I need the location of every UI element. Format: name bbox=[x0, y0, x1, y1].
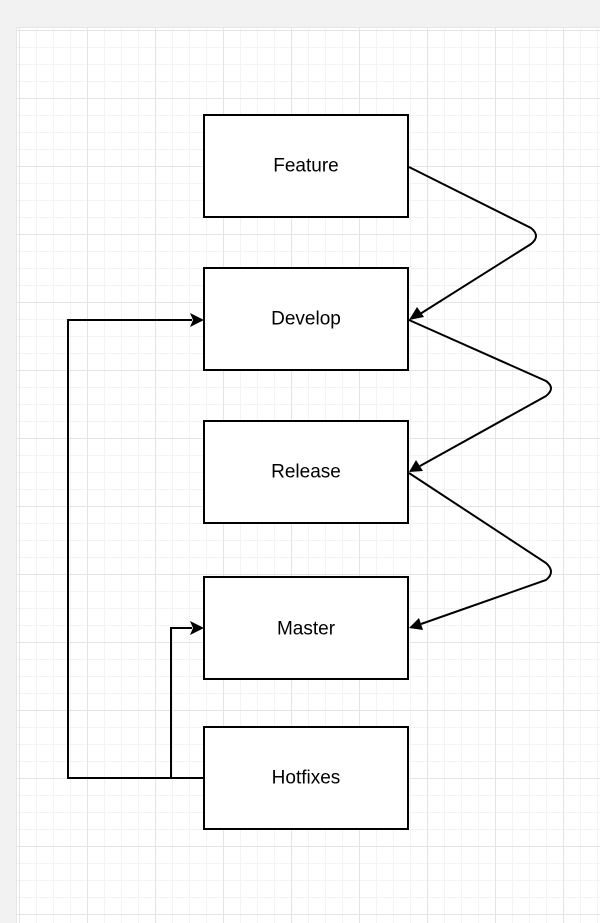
node-feature-box[interactable] bbox=[203, 114, 409, 218]
edge-hotfixes-to-develop[interactable] bbox=[67, 319, 204, 779]
node-hotfixes-label: Hotfixes bbox=[272, 768, 341, 789]
node-feature-label: Feature bbox=[273, 156, 338, 177]
edge-develop-to-release[interactable] bbox=[408, 319, 552, 467]
edge-feature-to-develop[interactable] bbox=[408, 166, 537, 315]
arrowhead-feature-to-develop bbox=[409, 307, 424, 320]
node-hotfixes[interactable]: Hotfixes bbox=[203, 726, 409, 830]
node-feature[interactable]: Feature bbox=[203, 114, 409, 218]
arrowhead-hotfixes-to-develop bbox=[190, 313, 204, 327]
node-master[interactable]: Master bbox=[203, 576, 409, 680]
edges bbox=[67, 166, 552, 779]
arrowhead-release-to-master bbox=[409, 618, 423, 630]
node-hotfixes-box[interactable] bbox=[203, 726, 409, 830]
edge-hotfixes-to-master[interactable] bbox=[170, 627, 192, 778]
node-develop[interactable]: Develop bbox=[203, 267, 409, 371]
edge-release-to-master[interactable] bbox=[408, 472, 552, 625]
node-develop-box[interactable] bbox=[203, 267, 409, 371]
node-release-box[interactable] bbox=[203, 420, 409, 524]
arrowhead-develop-to-release bbox=[409, 460, 423, 472]
node-develop-label: Develop bbox=[271, 309, 341, 330]
node-master-box[interactable] bbox=[203, 576, 409, 680]
node-release[interactable]: Release bbox=[203, 420, 409, 524]
arrowhead-hotfixes-to-master bbox=[190, 621, 204, 635]
node-release-label: Release bbox=[271, 462, 341, 483]
node-master-label: Master bbox=[277, 619, 336, 640]
